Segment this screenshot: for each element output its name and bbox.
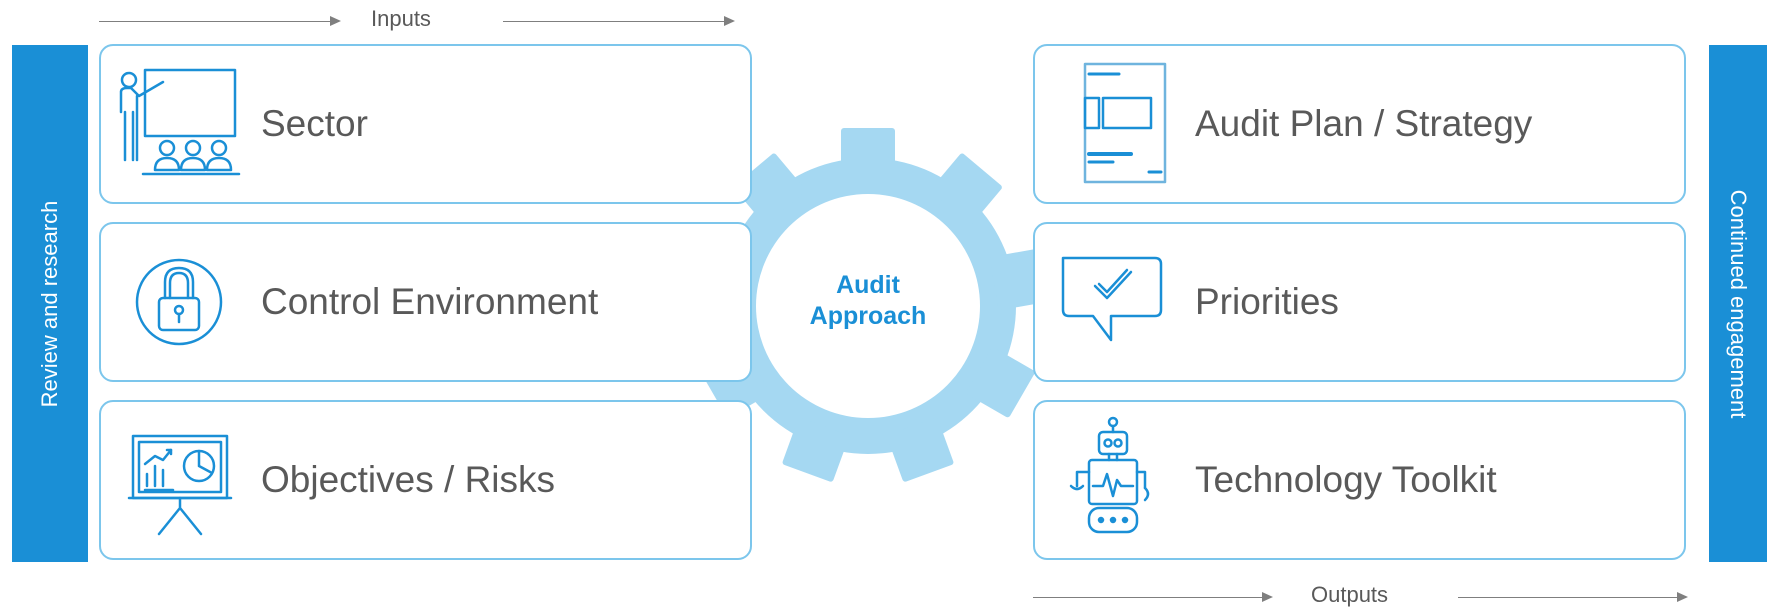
outputs-label: Outputs	[1311, 582, 1389, 607]
input-card-sector: Sector	[99, 44, 752, 204]
inputs-label: Inputs	[371, 6, 431, 31]
output-label-technology-toolkit: Technology Toolkit	[1195, 459, 1497, 500]
output-label-audit-plan: Audit Plan / Strategy	[1195, 103, 1533, 144]
side-label-left: Review and research	[37, 200, 62, 407]
robot-icon	[1069, 416, 1150, 534]
gear-center-label: Audit Approach	[758, 270, 978, 332]
inputs-arrow-right	[503, 16, 735, 26]
outputs-flow-header: Outputs	[1033, 582, 1693, 612]
gear-icon	[688, 128, 1048, 483]
outputs-arrow-right	[1458, 592, 1688, 602]
inputs-flow-header: Inputs	[99, 6, 739, 36]
output-label-priorities: Priorities	[1195, 281, 1339, 322]
input-label-objectives-risks: Objectives / Risks	[261, 459, 556, 500]
gear-label-line1: Audit	[836, 271, 900, 299]
inputs-arrow-left	[99, 16, 341, 26]
input-label-sector: Sector	[261, 103, 368, 144]
side-label-right: Continued engagement	[1726, 189, 1751, 418]
document-layout-icon	[1083, 62, 1167, 184]
presentation-audience-icon	[119, 68, 241, 176]
chart-easel-icon	[127, 434, 233, 536]
input-label-control-environment: Control Environment	[261, 281, 599, 322]
output-card-audit-plan: Audit Plan / Strategy	[1033, 44, 1686, 204]
speech-bubble-check-icon	[1061, 256, 1163, 342]
gear-label-line2: Approach	[809, 302, 927, 330]
output-card-priorities: Priorities	[1033, 222, 1686, 382]
input-card-objectives-risks: Objectives / Risks	[99, 400, 752, 560]
input-card-control-environment: Control Environment	[99, 222, 752, 382]
side-bar-continued-engagement: Continued engagement	[1709, 45, 1767, 562]
outputs-arrow-left	[1033, 592, 1273, 602]
output-card-technology-toolkit: Technology Toolkit	[1033, 400, 1686, 560]
side-bar-review-research: Review and research	[12, 45, 88, 562]
padlock-icon	[135, 258, 223, 346]
